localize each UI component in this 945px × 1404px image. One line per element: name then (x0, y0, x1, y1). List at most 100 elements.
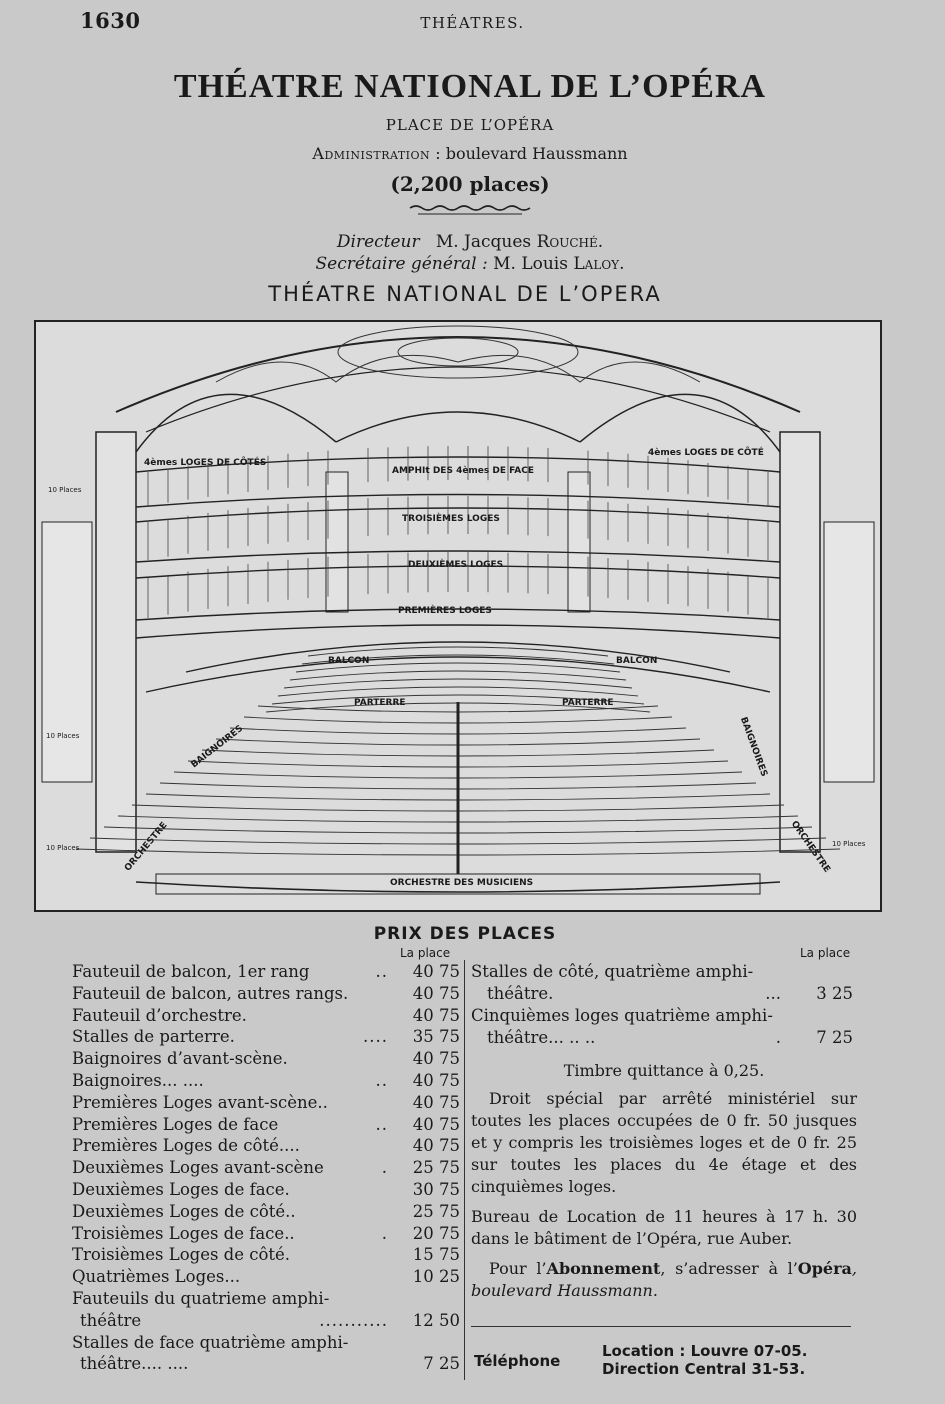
price-row-label: Deuxièmes Loges de côté.. (72, 1201, 296, 1221)
price-row-value: 40 75 (412, 1005, 460, 1025)
price-row-leader: .... (363, 1027, 388, 1047)
price-row-value: 25 75 (412, 1158, 460, 1178)
price-row-label: théâtre.... .... (80, 1354, 189, 1374)
price-row-label: Deuxièmes Loges de face. (72, 1179, 290, 1199)
price-row-leader: . (381, 1158, 388, 1178)
telephone-label: Téléphone (474, 1352, 561, 1370)
price-row: Quatrièmes Loges...10 25 (72, 1267, 464, 1289)
price-row: Deuxièmes Loges de côté.. 25 75 (72, 1202, 464, 1224)
price-row: Baignoires... ......40 75 (72, 1071, 464, 1093)
director-role: Directeur (336, 232, 420, 252)
label-troisiemes-loges: TROISIÈMES LOGES (402, 514, 500, 524)
price-row: Fauteuil de balcon, autres rangs. 40 75 (72, 984, 464, 1006)
subscription-bold: Abonnement (546, 1259, 661, 1278)
price-row-leader: . (381, 1223, 388, 1243)
price-row: Cinquièmes loges quatrième amphi- (471, 1006, 857, 1028)
label-ten-places-1: 10 Places (48, 486, 82, 494)
price-row-leader: . (775, 1028, 781, 1047)
price-row-label: Premières Loges avant-scène.. (72, 1092, 328, 1112)
price-row: Baignoires d’avant-scène. 40 75 (72, 1049, 464, 1071)
telephone-location: Location : Louvre 07-05. (602, 1342, 808, 1360)
director-surname: Rouché. (536, 232, 604, 252)
price-row-value: 40 75 (412, 962, 460, 981)
price-row-value: 30 75 (412, 1179, 460, 1199)
price-row-label: Deuxièmes Loges avant-scène (72, 1158, 324, 1178)
price-row-label: Fauteuils du quatrieme amphi- (72, 1288, 330, 1308)
price-row-value: 12 50 (412, 1310, 460, 1330)
theatre-name: THÉATRE NATIONAL DE L’OPÉRA (173, 68, 767, 105)
price-row-value: 40 75 (412, 1136, 460, 1156)
label-ten-places-4: 10 Places (832, 840, 866, 848)
capacity: (2,200 places) (390, 172, 550, 196)
label-deuxiemes-loges: DEUXIÈMES LOGES (408, 560, 504, 570)
label-loges-cote-right: 4èmes LOGES DE CÔTÉ (648, 448, 764, 458)
page-number: 1630 (80, 8, 141, 33)
price-row-label: Stalles de face quatrième amphi- (72, 1332, 349, 1352)
price-row-label: Troisièmes Loges de côté. (72, 1245, 291, 1265)
subscription-mid: , s’adresser à l’ (660, 1259, 798, 1278)
telephone-direction: Direction Central 31-53. (602, 1360, 806, 1378)
subscription-note: Pour l’Abonnement, s’adresser à l’Opéra,… (471, 1258, 857, 1302)
price-row: Troisièmes Loges de côté. 15 75 (72, 1245, 464, 1267)
price-row: Stalles de parterre.....35 75 (72, 1027, 464, 1049)
stamp-note: Timbre quittance à 0,25. (563, 1061, 765, 1080)
administration-line: Administration : boulevard Haussmann (0, 144, 940, 163)
price-row-label: Baignoires... .... (72, 1070, 204, 1090)
director-line: Directeur M. Jacques Rouché. (0, 232, 940, 252)
price-row: Fauteuils du quatrieme amphi- (72, 1289, 464, 1311)
price-row-label: théâtre... .. .. (487, 1028, 596, 1047)
label-premieres-loges: PREMIÈRES LOGES (398, 606, 492, 616)
price-row-value: 40 75 (412, 1114, 460, 1134)
administration-label: Administration (312, 144, 431, 163)
price-row: Premières Loges de face..40 75 (72, 1115, 464, 1137)
telephone-rule (471, 1326, 851, 1327)
secretary-line: Secrétaire général : M. Louis Laloy. (0, 254, 940, 274)
price-row-label: Fauteuil d’orchestre. (72, 1005, 247, 1025)
column-separator (464, 960, 465, 1380)
price-row-value: 35 75 (412, 1027, 460, 1047)
col-head-right: La place (800, 946, 851, 960)
secretary-name: M. Louis (493, 254, 568, 274)
price-row-value: 40 75 (412, 983, 460, 1003)
price-row-leader: ... (765, 984, 781, 1003)
running-title: THÉATRES. (420, 14, 525, 32)
prices-heading: PRIX DES PLACES (373, 924, 557, 944)
price-row: Stalles de face quatrième amphi- (72, 1333, 464, 1355)
price-row-value: 15 75 (412, 1245, 460, 1265)
theatre-address: PLACE DE L’OPÉRA (385, 116, 555, 134)
price-row-leader: .. (375, 1114, 388, 1134)
label-loges-cotes-left: 4èmes LOGES DE CÔTÉS (144, 458, 267, 468)
price-row-leader: ........... (319, 1310, 388, 1330)
price-row-label: théâtre (80, 1310, 142, 1330)
price-row-label: Quatrièmes Loges... (72, 1267, 241, 1287)
label-parterre-left: PARTERRE (354, 698, 406, 708)
price-row-value: 20 75 (412, 1223, 460, 1243)
price-row-value: 40 75 (412, 1049, 460, 1069)
price-row-value: 7 25 (816, 1028, 853, 1047)
subscription-post: , boulevard Haussmann. (471, 1259, 857, 1300)
price-row-label: Fauteuil de balcon, 1er rang (72, 962, 310, 981)
price-row: Deuxièmes Loges avant-scène. 25 75 (72, 1158, 464, 1180)
price-row: Fauteuil de balcon, 1er rang..40 75 (72, 962, 464, 984)
label-ten-places-2: 10 Places (46, 732, 80, 740)
price-row-label: Fauteuil de balcon, autres rangs. (72, 983, 349, 1003)
label-orchestre-musiciens: ORCHESTRE DES MUSICIENS (390, 878, 534, 888)
price-row-label: Baignoires d’avant-scène. (72, 1049, 288, 1069)
col-head-left: La place (400, 946, 451, 960)
label-parterre-right: PARTERRE (562, 698, 614, 708)
price-row-label: Premières Loges de côté.... (72, 1136, 300, 1156)
seating-plan-drawing (41, 325, 875, 895)
price-row: Troisièmes Loges de face... 20 75 (72, 1224, 464, 1246)
price-list-right: Stalles de côté, quatrième amphi-théâtre… (471, 962, 857, 1302)
secretary-role: Secrétaire général : (315, 254, 488, 274)
price-row-label: théâtre. (487, 984, 554, 1003)
price-row-value: 25 75 (412, 1201, 460, 1221)
price-row-label: Troisièmes Loges de face.. (72, 1223, 295, 1243)
subscription-pre: Pour l’ (489, 1259, 547, 1278)
seating-plan: 4èmes LOGES DE CÔTÉS 4èmes LOGES DE CÔTÉ… (34, 320, 882, 912)
price-row-value: 40 75 (412, 1070, 460, 1090)
secretary-surname: Laloy. (573, 254, 625, 274)
administration-address: : boulevard Haussmann (435, 144, 628, 163)
price-row-value: 40 75 (412, 1092, 460, 1112)
